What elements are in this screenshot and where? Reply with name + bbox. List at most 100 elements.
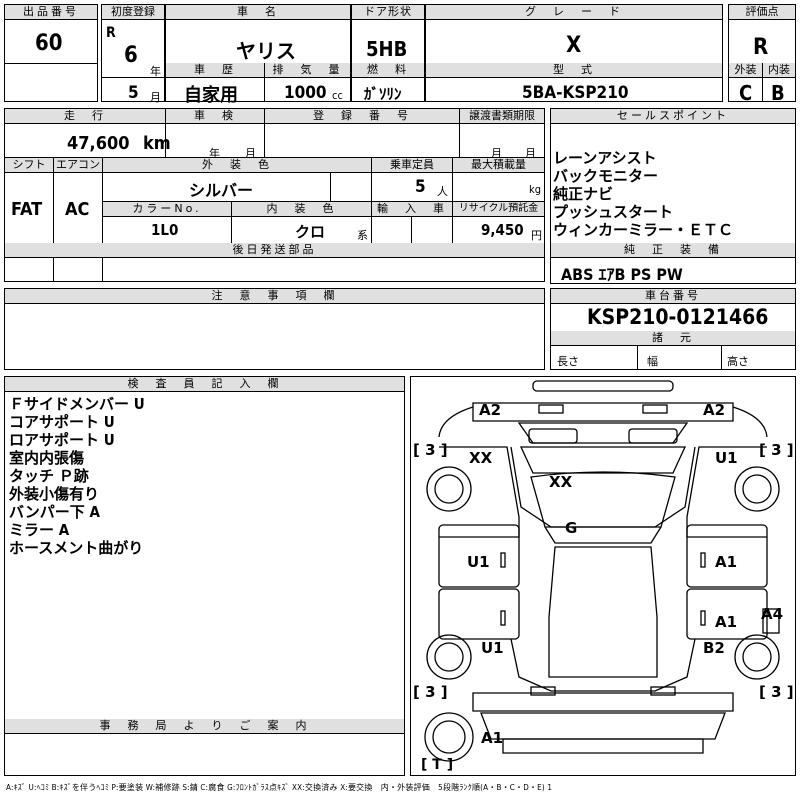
- cc-unit: cc: [332, 89, 343, 102]
- shift-label: シフト: [5, 158, 53, 173]
- inspector-box: 検 査 員 記 入 欄 Ｆサイドメンバー U コアサポート U ロアサポート U…: [4, 376, 405, 776]
- ext-color-value: シルバー: [189, 181, 254, 200]
- first-reg-month: 5: [128, 83, 139, 103]
- height-label: 高さ: [727, 355, 749, 368]
- import-label: 輸 入 車: [372, 202, 452, 217]
- inspector-note: 室内内張傷: [9, 449, 85, 467]
- damage-fl-fender: XX: [469, 449, 493, 467]
- damage-fr-fender: U1: [715, 449, 738, 467]
- damage-right-rear-door: A1: [715, 613, 738, 631]
- details-box: 走 行 車 検 登 録 番 号 譲渡書類期限 47,600 km 年 月 月 月…: [4, 108, 545, 282]
- inspector-note: ミラー A: [9, 521, 70, 539]
- history-value: 自家用: [184, 85, 238, 106]
- width-label: 幅: [647, 355, 658, 368]
- color-no-label: カラーNo.: [103, 202, 231, 217]
- inspector-note: 外装小傷有り: [9, 485, 100, 503]
- car-name-label: 車 名: [166, 5, 350, 20]
- legend: A:ｷｽﾞ U:ﾍｺﾐ B:ｷｽﾞを伴うﾍｺﾐ P:要塗装 W:補修跡 S:錆 …: [6, 783, 553, 792]
- int-color-label: 内 装 色: [232, 202, 371, 217]
- door-label: ドア形状: [352, 5, 424, 20]
- capacity-value: 5: [415, 177, 426, 197]
- tire-rl: [ 3 ]: [413, 683, 448, 701]
- tire-fl: [ 3 ]: [413, 441, 448, 459]
- sales-point: 純正ナビ: [553, 185, 614, 203]
- r-mark: R: [106, 25, 116, 41]
- damage-front-left: A2: [479, 401, 502, 419]
- reg-no-label: 登 録 番 号: [265, 109, 459, 124]
- inspection-label: 車 検: [166, 109, 264, 124]
- history-label: 車 歴: [166, 63, 264, 78]
- damage-windshield: G: [565, 519, 578, 537]
- inspector-note: コアサポート U: [9, 413, 115, 431]
- car-name-box: 車 名 ヤリス 車 歴 排 気 量 自家用 1000 cc: [165, 4, 351, 106]
- color-no-value: 1L0: [151, 221, 179, 239]
- model-label: 型 式: [426, 63, 722, 78]
- damage-left-front-door: U1: [467, 553, 490, 571]
- damage-hood: XX: [549, 473, 573, 491]
- later-parts-label: 後日発送部品: [5, 243, 544, 258]
- model-value: 5BA-KSP210: [522, 83, 629, 103]
- inspector-note: バンパー下 A: [9, 503, 100, 521]
- spare-tire: [ T ]: [421, 757, 454, 773]
- damage-right-rocker: A4: [761, 605, 784, 623]
- displacement-value: 1000: [284, 83, 327, 103]
- sales-points-list: レーンアシスト バックモニター 純正ナビ プッシュスタート ウィンカーミラー・Ｅ…: [553, 149, 733, 239]
- aircon-value: AC: [65, 199, 90, 220]
- lot-no-value: 60: [35, 31, 63, 56]
- car-diagram-box: A2 A2 XX XX U1 G U1 A1 A1 A4 U1 B2 A1 [ …: [410, 376, 796, 776]
- first-reg-year: 6: [124, 43, 138, 68]
- inspector-note: Ｆサイドメンバー U: [9, 395, 145, 413]
- notes-box: 注 意 事 項 欄: [4, 288, 545, 370]
- sales-points-box: セールスポイント レーンアシスト バックモニター 純正ナビ プッシュスタート ウ…: [550, 108, 796, 284]
- fuel-label: 燃 料: [352, 63, 424, 78]
- sales-point: プッシュスタート: [553, 203, 674, 221]
- car-name-value: ヤリス: [236, 39, 296, 63]
- sales-point: バックモニター: [553, 167, 659, 185]
- sales-point: ウィンカーミラー・ＥＴＣ: [553, 221, 734, 239]
- notes-label: 注 意 事 項 欄: [5, 289, 544, 304]
- chassis-label: 車台番号: [551, 289, 795, 304]
- interior-label: 内装: [763, 63, 795, 78]
- fuel-value: ｶﾞｿﾘﾝ: [364, 85, 402, 103]
- tire-rr: [ 3 ]: [759, 683, 794, 701]
- exterior-score: C: [739, 81, 753, 105]
- aircon-label: エアコン: [54, 158, 102, 173]
- recycle-value: 9,450: [481, 221, 524, 239]
- damage-front-right: A2: [703, 401, 726, 419]
- specs-label: 諸 元: [551, 331, 795, 346]
- inspector-label: 検 査 員 記 入 欄: [5, 377, 404, 392]
- insp-month-unit: 月: [245, 147, 256, 160]
- inspector-note: タッチ Ｐ跡: [9, 467, 89, 485]
- max-load-label: 最大積載量: [453, 158, 544, 173]
- score-box: 評価点 R 外装 内装 C B: [728, 4, 796, 105]
- insp-year-unit: 年: [209, 147, 220, 160]
- kg-unit: kg: [529, 183, 542, 196]
- car-diagram: [424, 380, 780, 762]
- ext-color-label: 外 装 色: [103, 158, 371, 173]
- inspector-note: ホースメント曲がり: [9, 539, 144, 557]
- damage-rear-bumper: A1: [481, 729, 504, 747]
- genuine-equip-label: 純 正 装 備: [551, 243, 795, 258]
- door-value: 5HB: [366, 37, 408, 61]
- lot-no-label: 出品番号: [5, 5, 97, 20]
- year-unit: 年: [150, 65, 161, 78]
- sales-points-label: セールスポイント: [551, 109, 795, 124]
- damage-right-rear-fender: B2: [703, 639, 725, 657]
- mileage-value: 47,600: [67, 133, 130, 154]
- chassis-value: KSP210-0121466: [587, 305, 769, 329]
- grade-box: グ レ ー ド X 型 式 5BA-KSP210: [425, 4, 723, 103]
- door-box: ドア形状 5HB 燃 料 ｶﾞｿﾘﾝ: [351, 4, 425, 103]
- km-unit: km: [143, 133, 171, 154]
- grade-label: グ レ ー ド: [426, 5, 722, 20]
- doc-day-unit: 月: [525, 147, 536, 160]
- transfer-doc-label: 譲渡書類期限: [460, 109, 544, 124]
- length-label: 長さ: [557, 355, 579, 368]
- chassis-box: 車台番号 KSP210-0121466 諸 元 長さ 幅 高さ: [550, 288, 796, 370]
- inspector-notes-list: Ｆサイドメンバー U コアサポート U ロアサポート U 室内内張傷 タッチ Ｐ…: [9, 395, 145, 557]
- capacity-label: 乗車定員: [372, 158, 452, 173]
- month-unit: 月: [150, 91, 161, 104]
- person-unit: 人: [437, 185, 448, 198]
- score-label: 評価点: [729, 5, 795, 20]
- kei-unit: 系: [357, 229, 368, 242]
- lot-no-box: 出品番号 60: [4, 4, 98, 102]
